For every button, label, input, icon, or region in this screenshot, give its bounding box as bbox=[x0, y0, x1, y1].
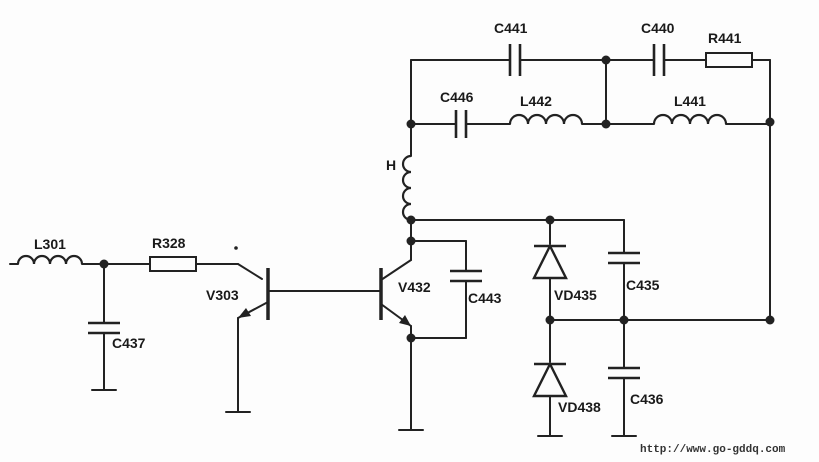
label-V303: V303 bbox=[206, 287, 239, 303]
label-H: H bbox=[386, 157, 396, 173]
label-VD438: VD438 bbox=[558, 399, 601, 415]
label-C446: C446 bbox=[440, 89, 474, 105]
transistor-V303 bbox=[225, 246, 381, 413]
transistor-V432 bbox=[379, 259, 424, 431]
label-V432: V432 bbox=[398, 279, 431, 295]
label-L442: L442 bbox=[520, 93, 552, 109]
label-R328: R328 bbox=[152, 235, 186, 251]
diode-VD435 bbox=[532, 219, 568, 321]
capacitor-C441 bbox=[410, 44, 607, 76]
watermark-url: http://www.go-gddq.com bbox=[640, 444, 786, 456]
capacitor-C436 bbox=[608, 319, 640, 437]
capacitor-C446 bbox=[410, 110, 511, 138]
diode-VD438 bbox=[532, 319, 568, 437]
label-L301: L301 bbox=[34, 236, 66, 252]
label-C441: C441 bbox=[494, 20, 528, 36]
label-C435: C435 bbox=[626, 277, 660, 293]
capacitor-C435 bbox=[608, 219, 640, 321]
label-VD435: VD435 bbox=[554, 287, 597, 303]
inductor-L301 bbox=[9, 254, 151, 265]
resistor-R441 bbox=[705, 52, 771, 123]
label-C437: C437 bbox=[112, 335, 146, 351]
inductor-L442 bbox=[508, 113, 607, 125]
label-R441: R441 bbox=[708, 30, 742, 46]
label-C440: C440 bbox=[641, 20, 675, 36]
capacitor-C440 bbox=[605, 44, 707, 76]
capacitor-C443 bbox=[410, 240, 482, 339]
label-L441: L441 bbox=[674, 93, 706, 109]
resistor-R328 bbox=[149, 256, 239, 272]
inductor-L441 bbox=[605, 113, 771, 125]
capacitor-C437 bbox=[88, 263, 120, 391]
label-C436: C436 bbox=[630, 391, 664, 407]
label-C443: C443 bbox=[468, 290, 502, 306]
